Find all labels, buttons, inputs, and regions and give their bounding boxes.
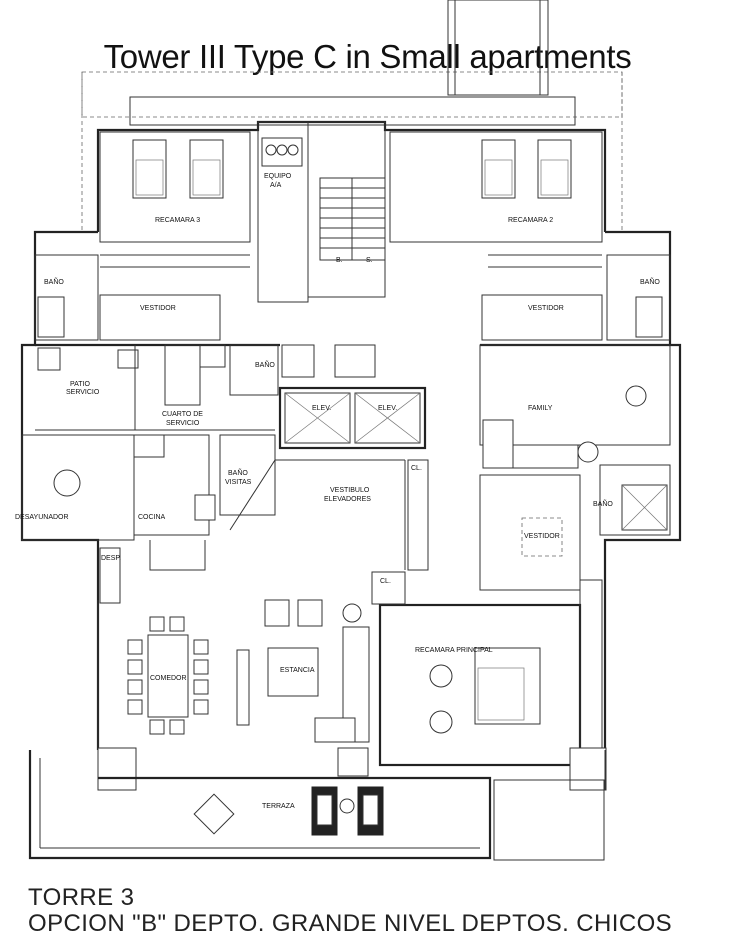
label-vestidor-left: VESTIDOR bbox=[140, 305, 176, 312]
label-cocina: COCINA bbox=[138, 514, 166, 521]
label-patio-2: SERVICIO bbox=[66, 389, 100, 396]
label-terraza: TERRAZA bbox=[262, 803, 295, 810]
terrace-outline bbox=[28, 750, 492, 860]
estancia-table bbox=[267, 647, 319, 697]
label-stair-b: B. bbox=[336, 257, 343, 264]
cocina-area bbox=[133, 434, 210, 536]
footer-line-2: OPCION "B" DEPTO. GRANDE NIVEL DEPTOS. C… bbox=[28, 910, 673, 937]
lounger-left bbox=[311, 786, 338, 836]
console bbox=[236, 649, 250, 726]
bed-r2-b bbox=[537, 139, 572, 199]
column-right bbox=[569, 747, 607, 791]
recamara-3-area bbox=[99, 131, 251, 243]
label-patio: PATIO bbox=[70, 381, 91, 388]
terrace-table bbox=[193, 793, 235, 835]
breakfast-table bbox=[53, 469, 81, 497]
label-bano-visitas-2: VISITAS bbox=[225, 479, 252, 486]
roof-cap bbox=[129, 96, 576, 126]
label-recamara-3: RECAMARA 3 bbox=[155, 217, 200, 224]
family-table bbox=[625, 385, 647, 407]
bano-center-area bbox=[229, 344, 279, 396]
label-bano-center: BAÑO bbox=[255, 360, 275, 369]
label-elev-2: ELEV. bbox=[378, 405, 397, 412]
label-bano-right: BAÑO bbox=[640, 277, 660, 286]
elevator-shaft bbox=[278, 386, 427, 450]
bed-r2-a bbox=[481, 139, 516, 199]
label-stair-s: S. bbox=[366, 257, 373, 264]
top-shaft bbox=[447, 0, 549, 96]
bed-r3-b bbox=[189, 139, 224, 199]
bano-visitas-area bbox=[219, 434, 276, 516]
recamara-2-area bbox=[389, 131, 603, 243]
vestidor-master-area bbox=[479, 474, 581, 591]
label-family: FAMILY bbox=[528, 405, 553, 412]
bano-right-area bbox=[606, 254, 671, 341]
label-desayunador: DESAYUNADOR bbox=[15, 514, 69, 521]
label-vestidor-right: VESTIDOR bbox=[528, 305, 564, 312]
ac-unit bbox=[261, 137, 303, 167]
bed-r3-a bbox=[132, 139, 167, 199]
lounger-right bbox=[357, 786, 384, 836]
label-vestidor-master: VESTIDOR bbox=[524, 533, 560, 540]
dining-chairs bbox=[127, 616, 209, 735]
footer-line-1: TORRE 3 bbox=[28, 884, 135, 911]
label-elev-1: ELEV. bbox=[312, 405, 331, 412]
label-equipo: EQUIPO bbox=[264, 173, 292, 180]
label-bano-master: BAÑO bbox=[593, 499, 613, 508]
bano-master-area bbox=[599, 464, 671, 536]
label-vestibulo: VESTIBULO bbox=[330, 487, 370, 494]
vestidor-right-area bbox=[481, 294, 603, 341]
bano-left-area bbox=[34, 254, 99, 341]
label-comedor: COMEDOR bbox=[150, 675, 187, 682]
perimeter-right bbox=[603, 230, 682, 750]
label-cl-1: CL. bbox=[411, 465, 422, 472]
plan-title: Tower III Type C in Small apartments bbox=[103, 38, 632, 75]
label-vestibulo-2: ELEVADORES bbox=[324, 496, 371, 503]
label-estancia: ESTANCIA bbox=[280, 667, 315, 674]
label-cuarto: CUARTO DE bbox=[162, 411, 203, 418]
label-bano-left: BAÑO bbox=[44, 277, 64, 286]
label-recamara-principal: RECAMARA PRINCIPAL bbox=[415, 647, 493, 654]
dining-table bbox=[147, 634, 189, 718]
label-equipo-2: A/A bbox=[270, 182, 282, 189]
label-cl-2: CL. bbox=[380, 578, 391, 585]
master-bed bbox=[474, 647, 541, 725]
label-desp: DESP. bbox=[101, 555, 121, 562]
label-cuarto-2: SERVICIO bbox=[166, 420, 200, 427]
column-left bbox=[97, 747, 137, 791]
vestidor-left-area bbox=[99, 294, 221, 341]
label-bano-visitas: BAÑO bbox=[228, 468, 248, 477]
stairs bbox=[319, 177, 386, 261]
label-recamara-2: RECAMARA 2 bbox=[508, 217, 553, 224]
